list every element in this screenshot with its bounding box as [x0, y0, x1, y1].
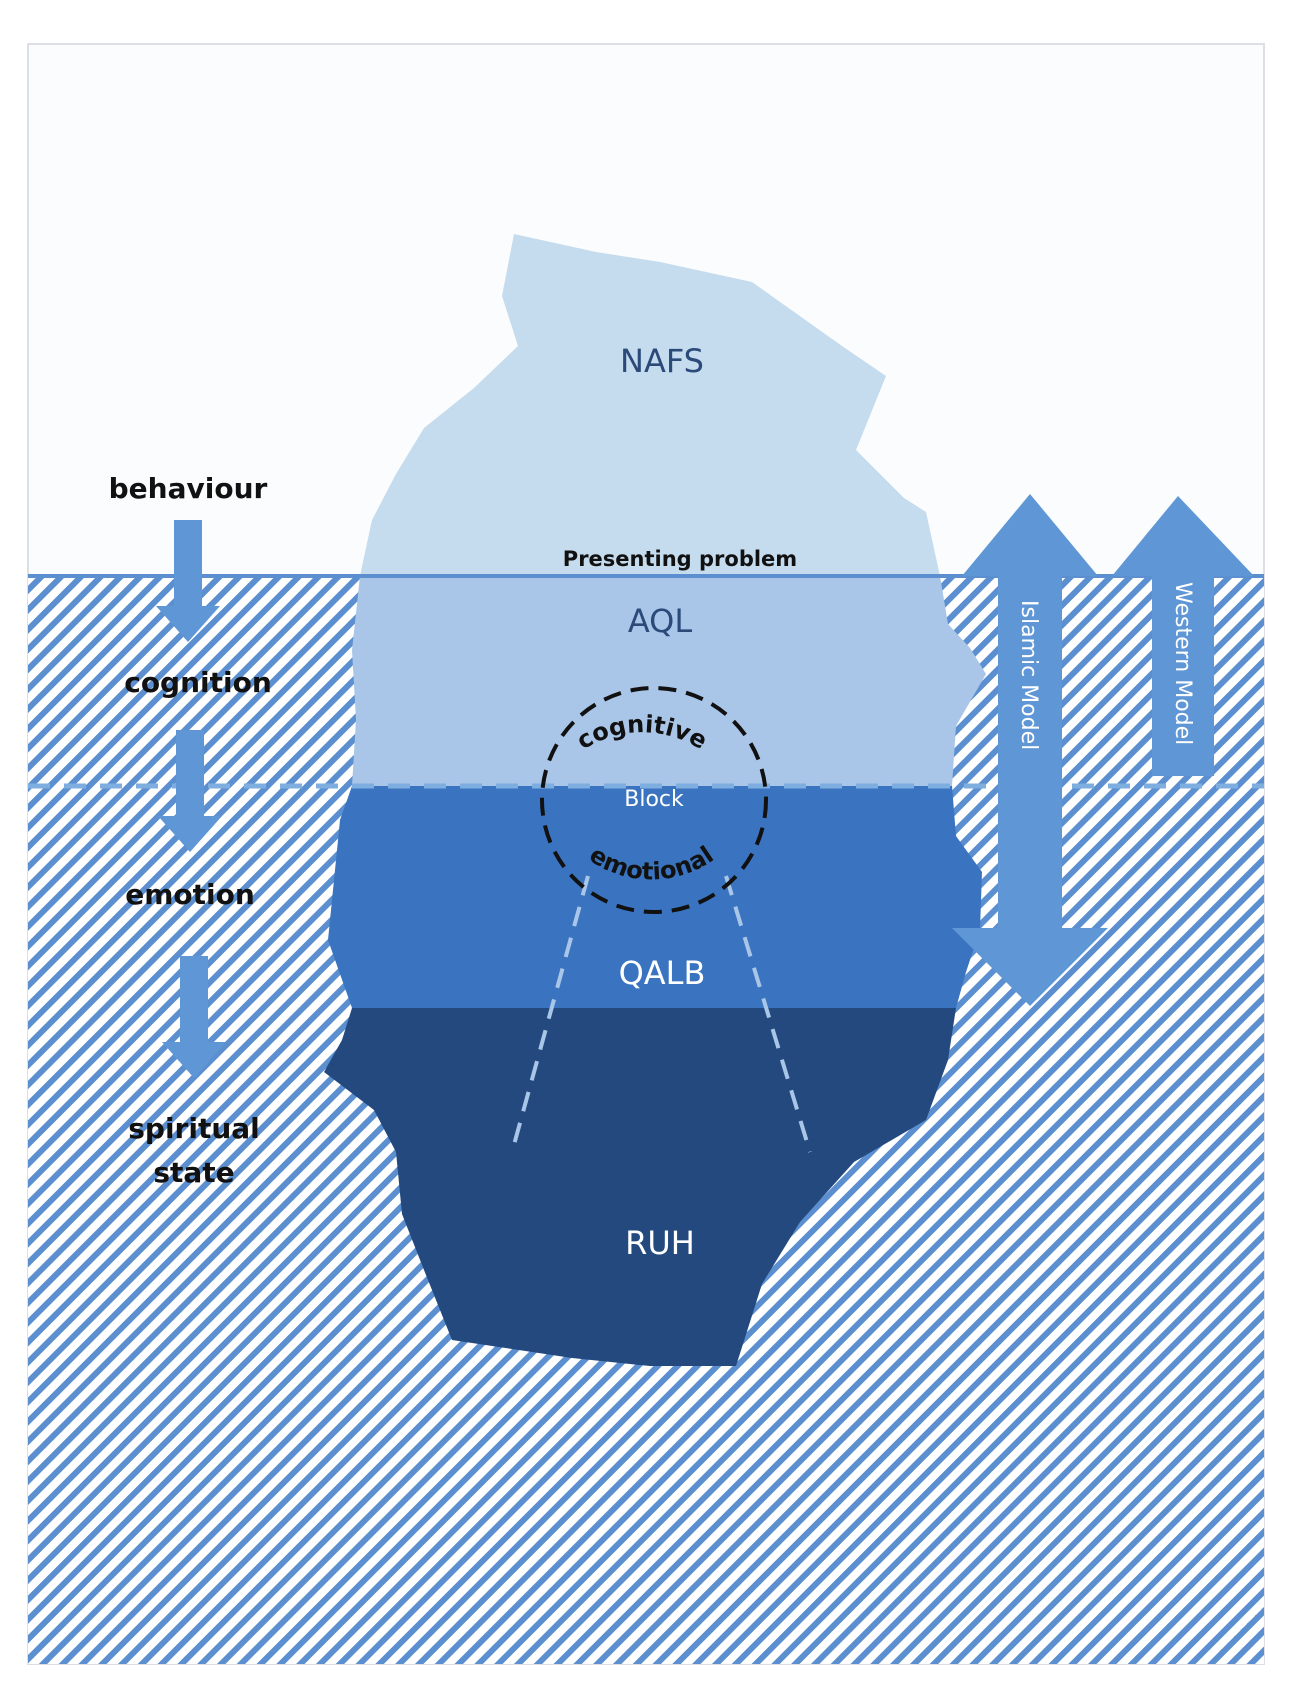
down-arrow-icon	[156, 520, 220, 642]
presenting-problem-label: Presenting problem	[563, 547, 797, 571]
western-model-label: Western Model	[1170, 582, 1195, 745]
block-circle	[540, 686, 768, 914]
cone-line-left	[510, 875, 590, 1153]
nafs-label: NAFS	[620, 342, 704, 380]
emotion-label: emotion	[125, 878, 255, 911]
state-label: state	[153, 1156, 234, 1189]
ruh-layer	[324, 1008, 956, 1366]
aql-layer	[352, 576, 986, 786]
ruh-label: RUH	[625, 1224, 695, 1262]
cognition-label: cognition	[124, 666, 272, 699]
aql-label: AQL	[628, 602, 693, 640]
qalb-layer	[328, 786, 982, 1008]
down-arrow-icon	[158, 730, 222, 852]
islamic-model-double-arrow-icon	[952, 494, 1108, 1006]
islamic-model-label: Islamic Model	[1016, 600, 1041, 750]
cone-line-right	[724, 875, 812, 1153]
spiritual-label: spiritual	[128, 1112, 260, 1145]
nafs-layer	[360, 234, 940, 576]
western-model-up-arrow-icon	[1112, 496, 1254, 776]
qalb-label: QALB	[619, 954, 706, 992]
behaviour-label: behaviour	[109, 472, 268, 505]
block-center-label: Block	[624, 787, 684, 812]
down-arrow-icon	[162, 956, 226, 1078]
